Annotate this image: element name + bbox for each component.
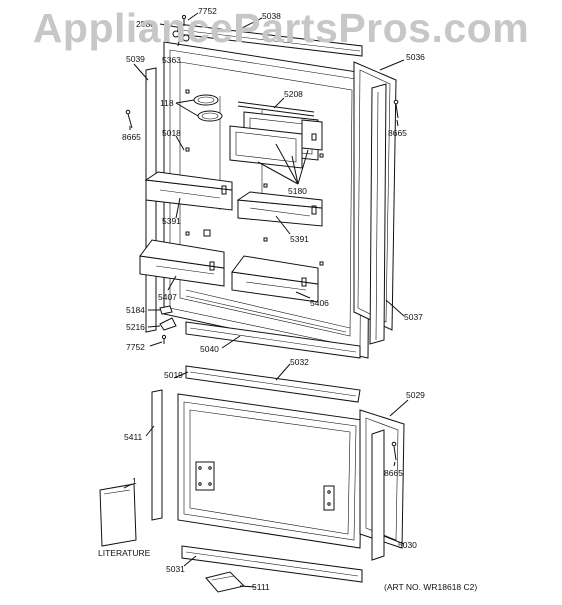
screw-part (391, 441, 397, 461)
literature-label: LITERATURE (98, 548, 151, 558)
callout-5391: 5391 (162, 216, 181, 226)
right-handle-strip (369, 83, 387, 345)
callout-5036: 5036 (406, 52, 425, 62)
bracket-part (205, 571, 245, 593)
drawer-top-trim (185, 365, 361, 403)
callout-5216: 5216 (126, 322, 145, 332)
freezer-drawer-panel (177, 393, 363, 549)
callout-5029: 5029 (406, 390, 425, 400)
callout-5411: 5411 (124, 432, 143, 442)
watermark: AppliancePartsPros.com (32, 5, 530, 51)
egg-bin-part (193, 94, 223, 122)
callout-7752: 7752 (198, 6, 217, 16)
callout-5018: 5018 (162, 128, 181, 138)
callout-8665: 8665 (388, 128, 407, 138)
literature-booklet (99, 483, 137, 547)
dairy-compartment-part (229, 101, 323, 169)
callout-5038: 5038 (262, 11, 281, 21)
callout-5184: 5184 (126, 305, 145, 315)
callout-2580: 2580 (136, 19, 155, 29)
callout-1: 1 (132, 476, 137, 486)
drawer-bottom-trim (181, 545, 363, 583)
callout-5039: 5039 (126, 54, 145, 64)
callout-labels: 7752 2580 5038 5363 5039 5036 118 5208 8… (98, 6, 477, 592)
callout-8665: 8665 (384, 468, 403, 478)
callout-5019: 5019 (164, 370, 183, 380)
callout-5040: 5040 (200, 344, 219, 354)
callout-5032: 5032 (290, 357, 309, 367)
top-trim-part (177, 23, 363, 57)
bottom-trim-part (185, 321, 361, 359)
callout-5037: 5037 (404, 312, 423, 322)
screw-part (172, 14, 190, 42)
callout-118: 118 (160, 98, 174, 108)
door-shelf-left-upper (144, 171, 233, 211)
callout-5406: 5406 (310, 298, 329, 308)
screw-part (125, 99, 399, 129)
callout-8665: 8665 (122, 132, 141, 142)
door-bin-left-lower (139, 239, 225, 287)
callout-5111: 5111 (252, 582, 270, 592)
leader-lines (123, 12, 409, 588)
drawer-left-strip (151, 389, 163, 521)
callout-5180: 5180 (288, 186, 307, 196)
callout-5031: 5031 (166, 564, 185, 574)
callout-5407: 5407 (158, 292, 177, 302)
callout-5363: 5363 (162, 55, 181, 65)
door-shelf-right-upper (236, 191, 323, 227)
callout-7752: 7752 (126, 342, 145, 352)
callout-5030: 5030 (398, 540, 417, 550)
art-number: (ART NO. WR18618 C2) (384, 582, 477, 592)
drawer-right-strip (371, 429, 385, 561)
callout-5391: 5391 (290, 234, 309, 244)
door-bin-right-lower (231, 255, 319, 303)
hinge-small-parts (159, 305, 177, 344)
callout-5208: 5208 (284, 89, 303, 99)
